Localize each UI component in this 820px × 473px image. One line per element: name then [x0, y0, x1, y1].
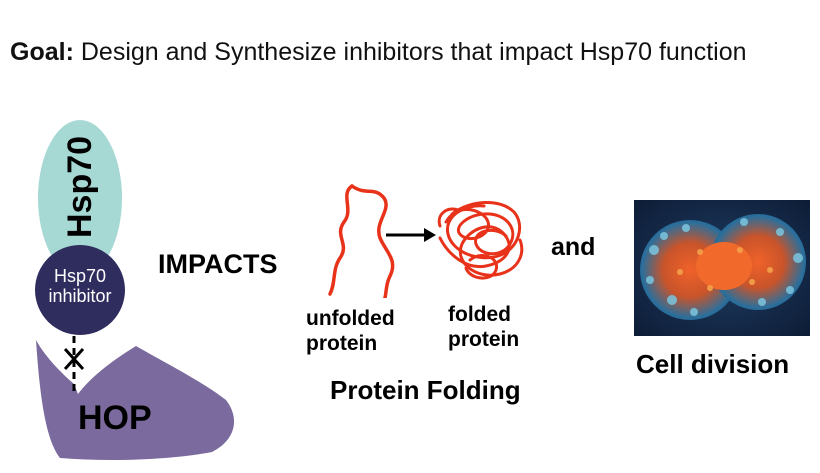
hsp70-label: Hsp70 [58, 136, 102, 238]
folded-line1: folded [448, 303, 511, 326]
inhibitor-label-line1: Hsp70 [53, 266, 107, 286]
protein-folding-label: Protein Folding [330, 375, 521, 405]
cell-division-label: Cell division [636, 349, 790, 379]
folded-line2: protein [448, 328, 520, 351]
folded-protein-label: folded protein [440, 294, 542, 356]
inhibitor-label: Hsp70 inhibitor [35, 266, 125, 306]
and-label: and [551, 233, 596, 261]
unfolded-protein-label: unfolded protein [300, 298, 398, 360]
hsp70-ellipse [38, 120, 122, 276]
goal-prefix: Goal: [10, 38, 74, 66]
block-x-icon [63, 347, 85, 371]
unfolded-protein-strand-2 [350, 184, 395, 306]
inhibitor-label-line2: inhibitor [48, 286, 112, 306]
folding-arrow-head [424, 228, 436, 242]
impacts-label: IMPACTS [158, 249, 278, 279]
unfolded-line1: unfolded [306, 307, 395, 330]
goal-statement: Goal: Design and Synthesize inhibitors t… [10, 36, 800, 68]
hsp70-label-text: Hsp70 [61, 135, 99, 238]
hop-label: HOP [78, 399, 152, 437]
unfolded-line2: protein [306, 332, 378, 355]
goal-text: Design and Synthesize inhibitors that im… [80, 38, 747, 66]
hop-shape [36, 340, 235, 460]
cell-division-image [634, 200, 810, 336]
unfolded-protein-strand [328, 184, 354, 296]
folded-protein-tangle [437, 200, 524, 280]
inhibitor-circle [35, 245, 125, 335]
